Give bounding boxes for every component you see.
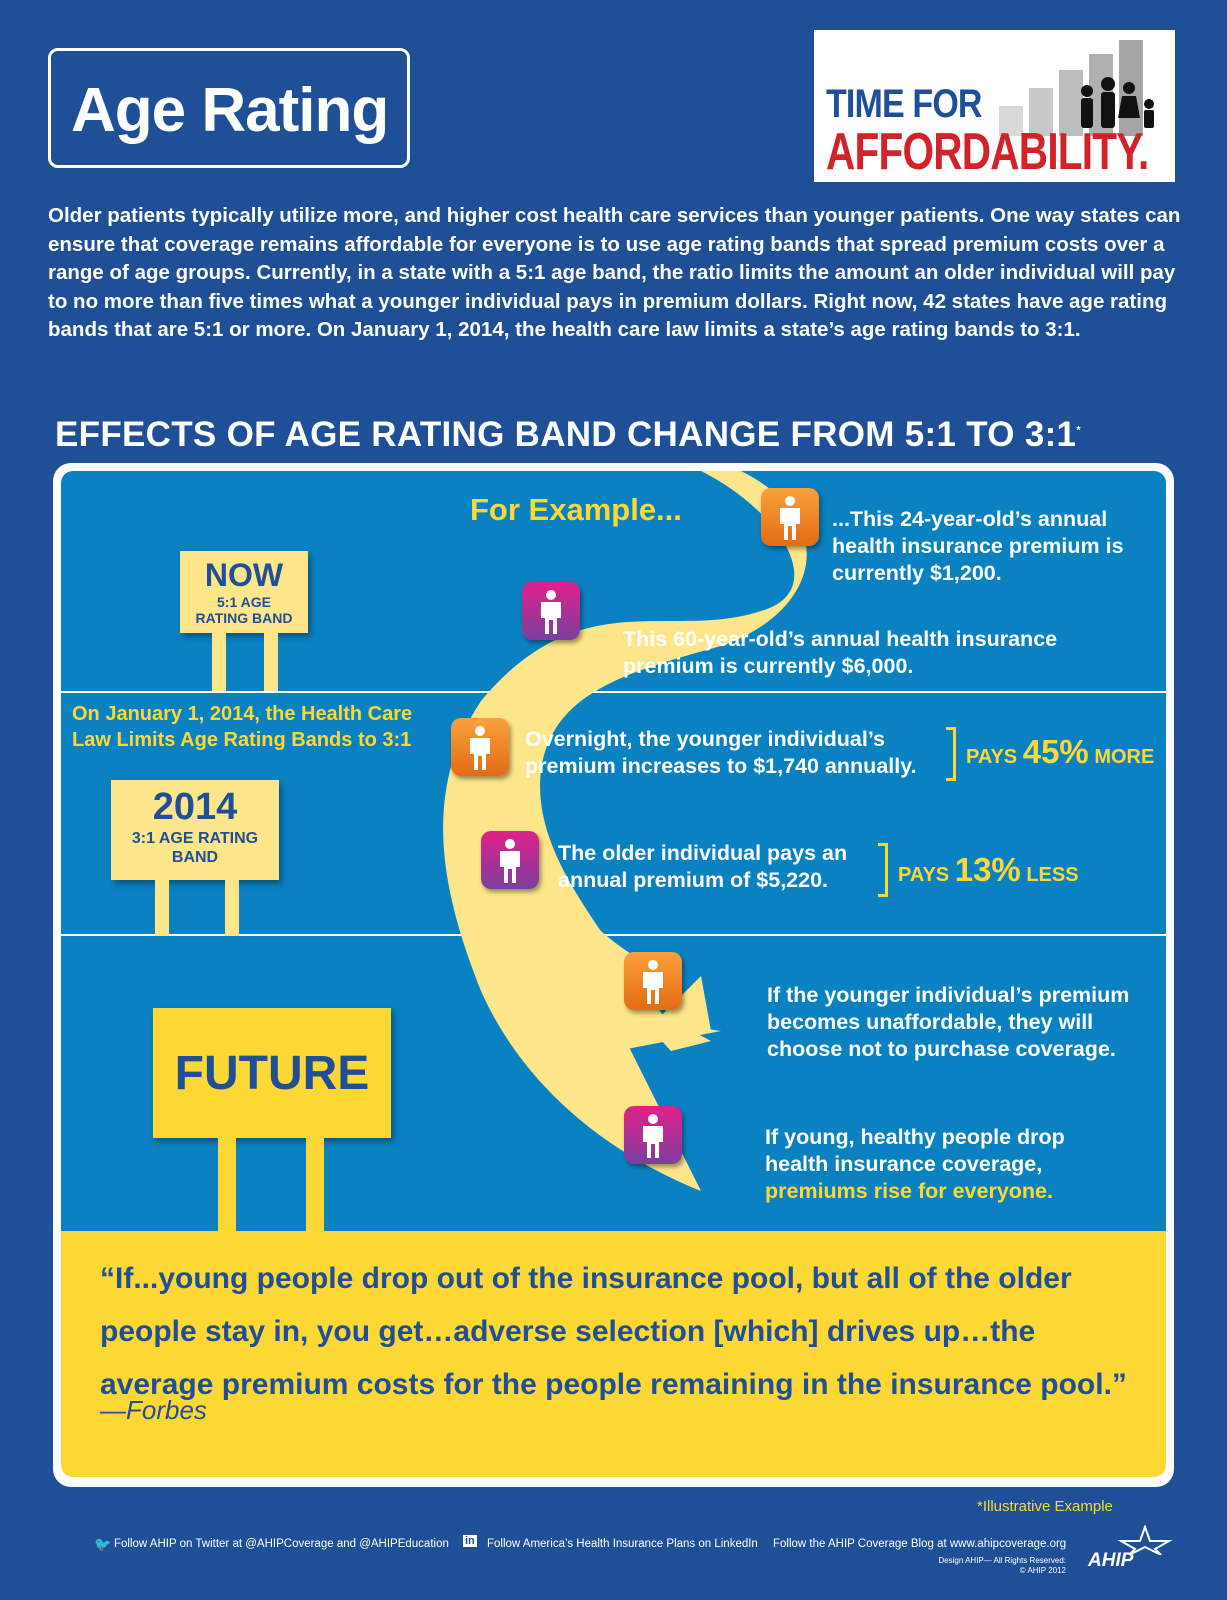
2014-sign-sub: 3:1 AGE RATING BAND xyxy=(131,830,259,866)
older-person-icon xyxy=(522,582,580,640)
young-person-icon xyxy=(451,718,509,776)
copyright: © AHIP 2012 xyxy=(1019,1566,1066,1575)
pays-more-label: PAYS 45% MORE xyxy=(966,733,1154,771)
law-note: On January 1, 2014, the Health Care Law … xyxy=(72,703,413,751)
pays-less-post: LESS xyxy=(1026,864,1079,886)
future-sign: FUTURE xyxy=(153,1008,391,1138)
linkedin-icon[interactable]: in xyxy=(463,1535,477,1547)
future-sign-post-right xyxy=(306,1138,324,1231)
time-for-affordability-logo: TIME FOR AFFORDABILITY. xyxy=(814,30,1175,182)
now-sign-post-right xyxy=(264,633,278,691)
future-sign-title: FUTURE xyxy=(174,1047,370,1100)
older-person-icon xyxy=(481,831,539,889)
pays-less-pre: PAYS xyxy=(898,864,950,886)
section-heading: EFFECTS OF AGE RATING BAND CHANGE FROM 5… xyxy=(55,415,1081,455)
2014-sign-post-right xyxy=(225,880,239,936)
pays-more-bracket xyxy=(946,727,956,781)
illustrative-note: *Illustrative Example xyxy=(977,1498,1113,1515)
for-example-label: For Example... xyxy=(470,492,682,527)
2014-sign: 2014 3:1 AGE RATING BAND xyxy=(111,780,279,880)
pays-more-pct: 45% xyxy=(1022,733,1089,770)
future-drop-text: If young, healthy people drop health ins… xyxy=(765,1124,1095,1205)
young-person-icon xyxy=(624,952,682,1010)
ahip-brand: AHIP xyxy=(1088,1550,1134,1571)
section-heading-text: EFFECTS OF AGE RATING BAND CHANGE FROM 5… xyxy=(55,415,1077,454)
quote-band xyxy=(61,1231,1166,1477)
now-sign-sub: 5:1 AGE RATING BAND xyxy=(195,594,293,626)
future-sign-post-left xyxy=(218,1138,236,1231)
2014-sign-title: 2014 xyxy=(152,786,238,828)
young-2014-text: Overnight, the younger individual’s prem… xyxy=(525,727,917,778)
blog-link[interactable]: Follow the AHIP Coverage Blog at www.ahi… xyxy=(773,1538,1067,1550)
old-now-text: This 60-year-old’s annual health insuran… xyxy=(623,627,1058,678)
pays-more-pre: PAYS xyxy=(966,746,1018,768)
older-person-icon xyxy=(624,1106,682,1164)
young-now-text: ...This 24-year-old’s annual health insu… xyxy=(832,507,1124,585)
twitter-icon[interactable]: 🐦 xyxy=(94,1536,112,1552)
pays-less-bracket xyxy=(878,843,888,897)
pays-less-pct: 13% xyxy=(954,851,1021,888)
future-drop: If young, healthy people drop health ins… xyxy=(765,1125,1065,1176)
now-sign-post-left xyxy=(212,633,226,691)
intro-paragraph: Older patients typically utilize more, a… xyxy=(48,204,1181,342)
design-credit: Design AHIP— All Rights Reserved: xyxy=(938,1556,1066,1565)
quote-source: —Forbes xyxy=(100,1395,207,1425)
logo-bars-graphic xyxy=(999,40,1154,136)
logo-line-2: AFFORDABILITY. xyxy=(826,123,1149,181)
now-sign: NOW 5:1 AGE RATING BAND xyxy=(180,551,308,633)
logo-line-1: TIME FOR xyxy=(826,82,982,126)
future-rise: premiums rise for everyone. xyxy=(765,1179,1053,1203)
heading-asterisk: * xyxy=(1076,424,1081,437)
old-2014-text: The older individual pays an annual prem… xyxy=(558,841,848,892)
page-title: Age Rating xyxy=(71,76,389,145)
pays-less-label: PAYS 13% LESS xyxy=(898,851,1079,889)
ahip-star-icon xyxy=(1117,1525,1173,1555)
pays-more-post: MORE xyxy=(1094,746,1155,768)
forbes-quote: “If...young people drop out of the insur… xyxy=(100,1262,1127,1401)
future-young-text: If the younger individual’s premium beco… xyxy=(767,983,1130,1061)
linkedin-link[interactable]: Follow America’s Health Insurance Plans … xyxy=(487,1538,758,1550)
twitter-link[interactable]: Follow AHIP on Twitter at @AHIPCoverage … xyxy=(114,1538,449,1550)
title-box: Age Rating xyxy=(48,48,410,168)
young-person-icon xyxy=(761,488,819,546)
2014-sign-post-left xyxy=(155,880,169,936)
now-sign-title: NOW xyxy=(204,557,284,593)
